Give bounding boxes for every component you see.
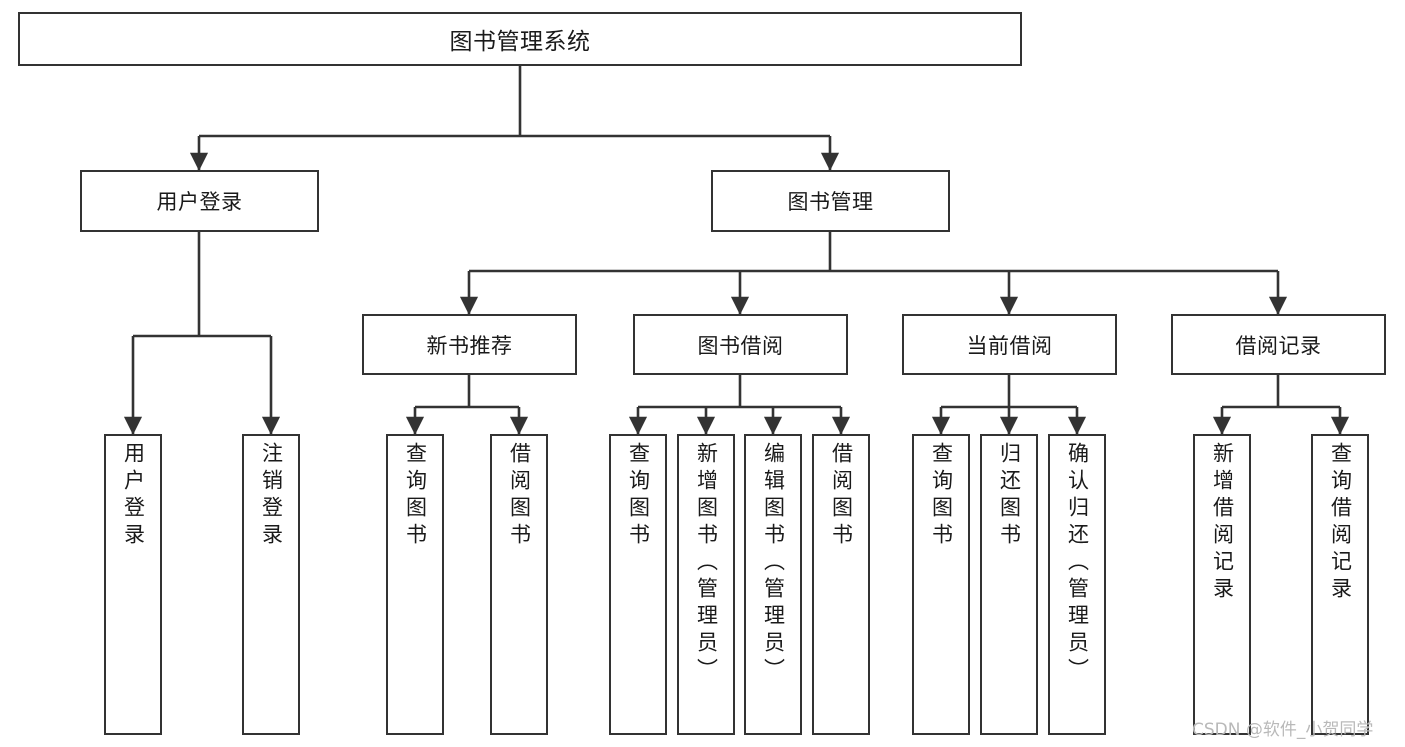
node-current-borrow-label: 当前借阅 xyxy=(966,333,1053,358)
leaf-user-login-login[interactable]: 用户登录 xyxy=(104,434,162,735)
leaf-new-book-borrow-book[interactable]: 借阅图书 xyxy=(490,434,548,735)
leaf-new-book-query-book[interactable]: 查询图书 xyxy=(386,434,444,735)
node-borrow-record[interactable]: 借阅记录 xyxy=(1171,314,1386,375)
leaf-book-borrow-borrow-book[interactable]: 借阅图书 xyxy=(812,434,870,735)
node-book-borrow[interactable]: 图书借阅 xyxy=(633,314,848,375)
leaf-user-login-logout-label: 注销登录 xyxy=(259,442,284,550)
node-borrow-record-label: 借阅记录 xyxy=(1235,333,1322,358)
leaf-current-borrow-return-book-label: 归还图书 xyxy=(997,442,1022,550)
leaf-book-borrow-add-book-label: 新增图书（管理员） xyxy=(694,442,719,685)
leaf-user-login-login-label: 用户登录 xyxy=(121,442,146,550)
leaf-book-borrow-query-book[interactable]: 查询图书 xyxy=(609,434,667,735)
node-user-login-label: 用户登录 xyxy=(156,190,243,214)
node-book-borrow-label: 图书借阅 xyxy=(697,333,784,358)
leaf-current-borrow-query-book-label: 查询图书 xyxy=(929,442,954,550)
node-new-book-recommendation[interactable]: 新书推荐 xyxy=(362,314,577,375)
leaf-borrow-record-query-record-label: 查询借阅记录 xyxy=(1328,442,1353,604)
leaf-book-borrow-borrow-book-label: 借阅图书 xyxy=(829,442,854,550)
leaf-borrow-record-add-record-label: 新增借阅记录 xyxy=(1210,442,1235,604)
leaf-current-borrow-query-book[interactable]: 查询图书 xyxy=(912,434,970,735)
leaf-user-login-logout[interactable]: 注销登录 xyxy=(242,434,300,735)
node-current-borrow[interactable]: 当前借阅 xyxy=(902,314,1117,375)
leaf-new-book-borrow-book-label: 借阅图书 xyxy=(507,442,532,550)
leaf-book-borrow-edit-book-label: 编辑图书（管理员） xyxy=(761,442,786,685)
node-book-management[interactable]: 图书管理 xyxy=(711,170,950,232)
node-root-system[interactable]: 图书管理系统 xyxy=(18,12,1022,66)
leaf-book-borrow-edit-book[interactable]: 编辑图书（管理员） xyxy=(744,434,802,735)
node-user-login[interactable]: 用户登录 xyxy=(80,170,319,232)
leaf-book-borrow-add-book[interactable]: 新增图书（管理员） xyxy=(677,434,735,735)
leaf-current-borrow-confirm-return[interactable]: 确认归还（管理员） xyxy=(1048,434,1106,735)
node-book-management-label: 图书管理 xyxy=(787,190,874,214)
node-new-book-recommendation-label: 新书推荐 xyxy=(426,333,513,358)
node-root-system-label: 图书管理系统 xyxy=(449,29,591,55)
leaf-current-borrow-confirm-return-label: 确认归还（管理员） xyxy=(1065,442,1090,685)
leaf-new-book-query-book-label: 查询图书 xyxy=(403,442,428,550)
leaf-current-borrow-return-book[interactable]: 归还图书 xyxy=(980,434,1038,735)
leaf-borrow-record-query-record[interactable]: 查询借阅记录 xyxy=(1311,434,1369,735)
leaf-book-borrow-query-book-label: 查询图书 xyxy=(626,442,651,550)
leaf-borrow-record-add-record[interactable]: 新增借阅记录 xyxy=(1193,434,1251,735)
